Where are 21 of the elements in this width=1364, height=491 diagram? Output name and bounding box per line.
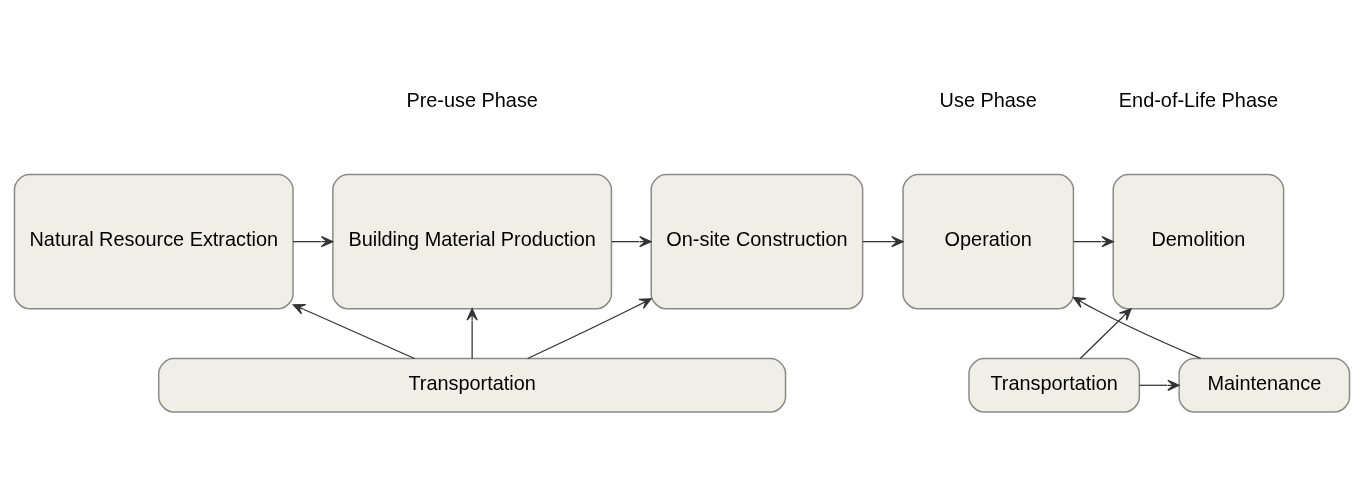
node-box: Transportation [158, 357, 787, 413]
node-box: Transportation [968, 357, 1141, 413]
arrow [292, 235, 334, 247]
arrow [1079, 307, 1132, 359]
arrow [862, 235, 904, 247]
arrow [1073, 296, 1202, 359]
label: Pre-use Phase [406, 88, 538, 111]
arrow [1073, 235, 1114, 247]
label: Use Phase [939, 88, 1037, 111]
arrow [466, 307, 478, 359]
node-box: Natural Resource Extraction [13, 173, 294, 310]
arrow [292, 303, 416, 359]
node-box: Maintenance [1178, 357, 1351, 413]
label: End-of-Life Phase [1118, 88, 1278, 111]
node-box: On-site Construction [650, 173, 864, 310]
node-box: Building Material Production [332, 173, 613, 310]
node-box: Demolition [1112, 173, 1285, 310]
arrow [1138, 379, 1180, 391]
arrow [611, 235, 652, 247]
node-box: Operation [902, 173, 1075, 310]
arrow [527, 297, 652, 359]
